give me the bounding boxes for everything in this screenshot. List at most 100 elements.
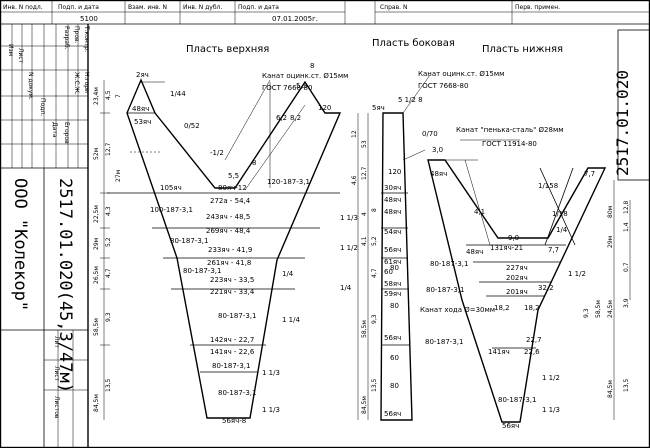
side-spec-3: 80 <box>390 264 399 272</box>
side-rope-label: Канат оцинк.ст. Ø15мм <box>418 70 504 78</box>
bottom-gost: ГОСТ 11914-80 <box>482 140 537 148</box>
bottom-ratio-5: 1/4 <box>556 226 568 234</box>
stamp-header-replace: Взам. инв. N <box>128 4 167 11</box>
stamp-header-sign1: Подп. и дата <box>58 4 99 11</box>
bottom-cell-4: 202яч <box>506 274 528 282</box>
side-spec-1: 0/70 <box>422 130 438 138</box>
top-spec-2: 80-187-3,1 <box>183 267 221 275</box>
tb-header-1: Лист <box>17 48 24 64</box>
side-ratio-2: 1/4 <box>340 284 352 292</box>
bottom-val-3: 7,7 <box>548 246 559 254</box>
bottom-spec-1: 80-187-3,1 <box>426 286 464 294</box>
side-dim-11: 13,5 <box>371 378 378 392</box>
tb-header-0: Изм <box>7 44 14 56</box>
side-dim-5: 4,1 <box>361 236 368 246</box>
side-dim-10: 58,5м <box>361 320 368 338</box>
top-cell-6: 243яч - 48,5 <box>206 213 250 221</box>
top-rope-label: Канат оцинк.ст. Ø15мм <box>262 72 348 80</box>
side-cell-2: 48яч <box>384 196 401 204</box>
bottom-dim-7: 58,5м <box>595 300 602 318</box>
top-ratio-5: 1 1/3 <box>262 369 280 377</box>
bottom-cell-5: 201яч <box>506 288 528 296</box>
top-panel-title: Пласть верхняя <box>186 44 269 55</box>
side-gost: ГОСТ 7668-80 <box>418 82 468 90</box>
top-cell-14: 56яч-8 <box>222 417 246 425</box>
top-ratio-2: -1/2 <box>210 149 224 157</box>
bottom-panel: Канат "пенька-сталь" Ø28мм ГОСТ 11914-80… <box>420 126 631 430</box>
side-ratio-0: 1 1/3 <box>340 214 358 222</box>
bottom-val-5: 22,7 <box>526 336 542 344</box>
bottom-dim-0: 80м <box>607 206 614 218</box>
bottom-dim-3: 0,7 <box>623 262 630 272</box>
bottom-dim-9: 84,5м <box>607 380 614 398</box>
top-spec-3: 80-187-3,1 <box>218 312 256 320</box>
bottom-val-7: 18,2 <box>494 304 510 312</box>
side-spec-5: 60 <box>390 354 399 362</box>
bottom-dim-10: 13,5 <box>623 378 630 392</box>
side-cell-7: 60 <box>384 268 393 276</box>
side-dim-8: 4,7 <box>371 268 378 278</box>
stamp-inv-value: 5100 <box>80 15 98 23</box>
tb-lit: Лит <box>53 336 60 348</box>
top-spec-6: 120-187-3,1 <box>267 178 310 186</box>
top-cell-13: 141яч - 22,6 <box>210 348 255 356</box>
bottom-dim-5: 29м <box>607 236 614 248</box>
tb-header-4: Дата <box>51 122 58 138</box>
bottom-dim-6: 24,5м <box>607 300 614 318</box>
top-ratio-4: 1 1/4 <box>282 316 300 324</box>
side-spec-2: 120 <box>388 168 401 176</box>
top-cell-10: 223яч - 33,5 <box>210 276 254 284</box>
top-mark-0: 120 <box>318 104 331 112</box>
side-dim-6: 5,2 <box>371 236 378 246</box>
top-dim-10: 26,5м <box>93 266 100 284</box>
top-panel: Канат оцинк.ст. Ø15мм ГОСТ 7668-80 2яч 4… <box>93 62 348 425</box>
stamp-header-first: Перв. примен. <box>515 4 560 11</box>
top-dim-1: 4,5 <box>105 90 112 100</box>
top-dim-0: 23,4м <box>93 87 100 105</box>
code-box: 2517.01.020 <box>613 29 650 181</box>
bottom-dim-4: 3,9 <box>623 298 630 308</box>
bottom-cell-7: 56яч <box>502 422 519 430</box>
top-ratio-3: 1/4 <box>282 270 294 278</box>
tb-sheet: Лист <box>53 366 60 382</box>
bottom-dim-2: 1,4 <box>623 222 630 232</box>
tb-name-0: Егоров <box>63 122 70 144</box>
top-mark-2: 5,5 <box>296 82 307 90</box>
side-cell-8: 58яч <box>384 280 401 288</box>
top-dim-5: 27м <box>115 170 122 182</box>
side-dim-12: 84,5м <box>361 396 368 414</box>
side-cell-11: 56яч <box>384 410 401 418</box>
bottom-spec-2: 80-187-3,1 <box>425 338 463 346</box>
top-cell-1: 48яч <box>132 105 149 113</box>
side-cell-4: 54яч <box>384 228 401 236</box>
top-dim-11: 4,7 <box>105 268 112 278</box>
top-dim-6: 22,5м <box>93 205 100 223</box>
code-box-text: 2517.01.020 <box>613 70 632 176</box>
side-spec-0: 5 1/2 8 <box>398 96 423 104</box>
company-name: ООО "Колекор" <box>10 178 30 311</box>
tb-name-2: Н.гори <box>83 72 90 93</box>
top-cell-11: 221яч - 33,4 <box>210 288 255 296</box>
top-mark-4: 8 <box>310 62 314 70</box>
bottom-val-8: 18,2 <box>524 304 540 312</box>
bottom-ratio-2: 1 1/3 <box>542 406 560 414</box>
tb-name-1: Ж.С.Ж. <box>73 72 80 95</box>
tb-header-7: Т.контр. <box>83 25 90 52</box>
top-spec-5: 80-187-3,1 <box>218 389 256 397</box>
tb-header-3: Подп. <box>39 98 46 116</box>
top-spec-4: 80-187-3,1 <box>212 362 250 370</box>
top-dim-9: 5,2 <box>105 237 112 247</box>
side-panel-title: Пласть боковая <box>372 38 455 49</box>
side-dim-4: 4 <box>361 212 368 216</box>
top-cell-0: 2яч <box>136 71 149 79</box>
top-cell-2: 53яч <box>134 118 151 126</box>
top-dim-2: 7 <box>115 94 122 98</box>
top-ratio-0: 1/44 <box>170 90 186 98</box>
top-dim-8: 29м <box>93 238 100 250</box>
tb-header-5: Разраб. <box>63 26 70 50</box>
bottom-ratio-0: 1 1/2 <box>568 270 586 278</box>
side-cell-5: 56яч <box>384 246 401 254</box>
drawing-number: 2517.01.020(45,3/47м) <box>55 178 75 393</box>
bottom-cell-1: 48яч <box>466 248 483 256</box>
